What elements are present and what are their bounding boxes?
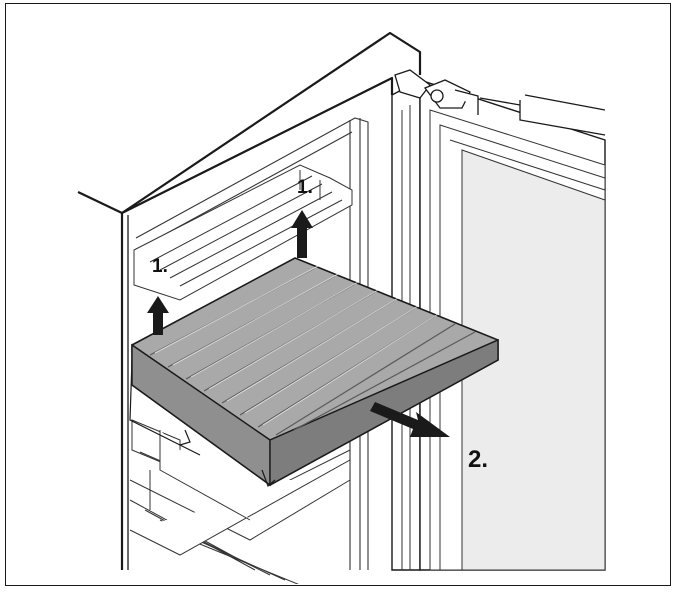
pull-out-arrow [370, 402, 450, 437]
upper-shelf [133, 164, 353, 301]
door [391, 78, 606, 571]
step-label-lift-left: 1. [152, 256, 168, 277]
lift-arrow-right [291, 210, 313, 258]
cabinet-outline [77, 31, 422, 570]
step-label-lift-right: 1. [297, 177, 313, 198]
lift-arrow-left [147, 296, 169, 335]
door-hinge [394, 69, 606, 136]
step-label-pull-out: 2. [468, 446, 488, 473]
